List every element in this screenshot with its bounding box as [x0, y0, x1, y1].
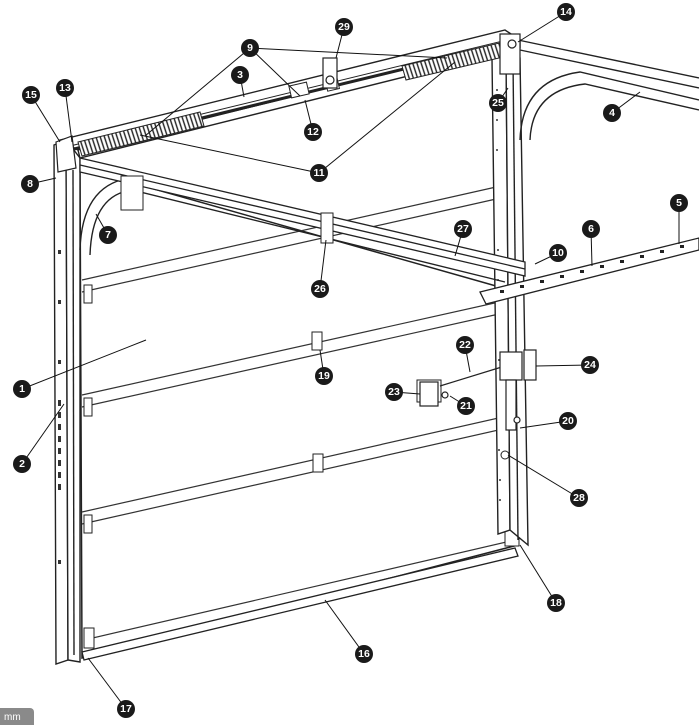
- horizontal-strut: [79, 157, 526, 277]
- callout-14: 14: [557, 3, 575, 21]
- svg-text:25: 25: [492, 97, 504, 109]
- svg-text:9: 9: [247, 42, 253, 54]
- left-vertical-track: [53, 137, 81, 665]
- svg-text:15: 15: [25, 89, 37, 101]
- svg-text:19: 19: [318, 370, 330, 382]
- callout-20: 20: [559, 412, 577, 430]
- strut-center-bracket: [120, 175, 334, 244]
- svg-text:29: 29: [338, 21, 350, 33]
- callout-8: 8: [21, 175, 39, 193]
- callout-5: 5: [670, 194, 688, 212]
- callout-23: 23: [385, 383, 403, 401]
- svg-text:18: 18: [550, 597, 562, 609]
- callout-15: 15: [22, 86, 40, 104]
- svg-text:3: 3: [237, 69, 243, 81]
- svg-text:28: 28: [573, 492, 585, 504]
- callout-21: 21: [457, 397, 475, 415]
- svg-text:23: 23: [388, 386, 400, 398]
- callout-28: 28: [570, 489, 588, 507]
- svg-text:6: 6: [588, 223, 594, 235]
- svg-text:2: 2: [19, 458, 25, 470]
- svg-text:8: 8: [27, 178, 33, 190]
- bottom-rail: [81, 547, 519, 661]
- right-horizontal-track: [517, 39, 699, 141]
- svg-text:20: 20: [562, 415, 574, 427]
- callout-18: 18: [547, 594, 565, 612]
- svg-text:17: 17: [120, 703, 132, 715]
- door-panel: [79, 167, 520, 659]
- callout-24: 24: [581, 356, 599, 374]
- svg-text:22: 22: [459, 339, 471, 351]
- svg-text:14: 14: [560, 6, 572, 18]
- callout-1: 1: [13, 380, 31, 398]
- svg-text:27: 27: [457, 223, 469, 235]
- roller-28: [500, 450, 510, 460]
- callout-22: 22: [456, 336, 474, 354]
- callout-9: 9: [241, 39, 259, 57]
- callout-11: 11: [310, 164, 328, 182]
- svg-text:11: 11: [313, 167, 324, 179]
- jamb-slots: [58, 250, 61, 564]
- callout-2: 2: [13, 455, 31, 473]
- callout-19: 19: [315, 367, 333, 385]
- svg-text:26: 26: [314, 283, 326, 295]
- callout-10: 10: [549, 244, 567, 262]
- svg-text:7: 7: [105, 229, 111, 241]
- svg-text:10: 10: [552, 247, 564, 259]
- callout-17: 17: [117, 700, 135, 718]
- callout-16: 16: [355, 645, 373, 663]
- svg-text:1: 1: [19, 383, 25, 395]
- svg-text:5: 5: [676, 197, 682, 209]
- rear-perforated-angle: [479, 237, 699, 305]
- callout-25: 25: [489, 94, 507, 112]
- callout-29: 29: [335, 18, 353, 36]
- callout-13: 13: [56, 79, 74, 97]
- torsion-spring-left: [77, 111, 205, 157]
- callout-6: 6: [582, 220, 600, 238]
- callout-26: 26: [311, 280, 329, 298]
- svg-text:24: 24: [584, 359, 596, 371]
- callout-12: 12: [304, 123, 322, 141]
- svg-text:13: 13: [59, 82, 71, 94]
- panel-joints: [81, 184, 516, 653]
- callout-4: 4: [603, 104, 621, 122]
- svg-text:16: 16: [358, 648, 370, 660]
- callout-27: 27: [454, 220, 472, 238]
- callout-3: 3: [231, 66, 249, 84]
- end-bearing-plates: [55, 33, 521, 173]
- callout-7: 7: [99, 226, 117, 244]
- lock-assembly: [419, 349, 537, 431]
- svg-text:12: 12: [307, 126, 319, 138]
- svg-text:21: 21: [460, 400, 472, 412]
- center-bearing-bracket: [322, 57, 338, 89]
- unit-tag: mm: [0, 708, 34, 725]
- svg-text:4: 4: [609, 107, 615, 119]
